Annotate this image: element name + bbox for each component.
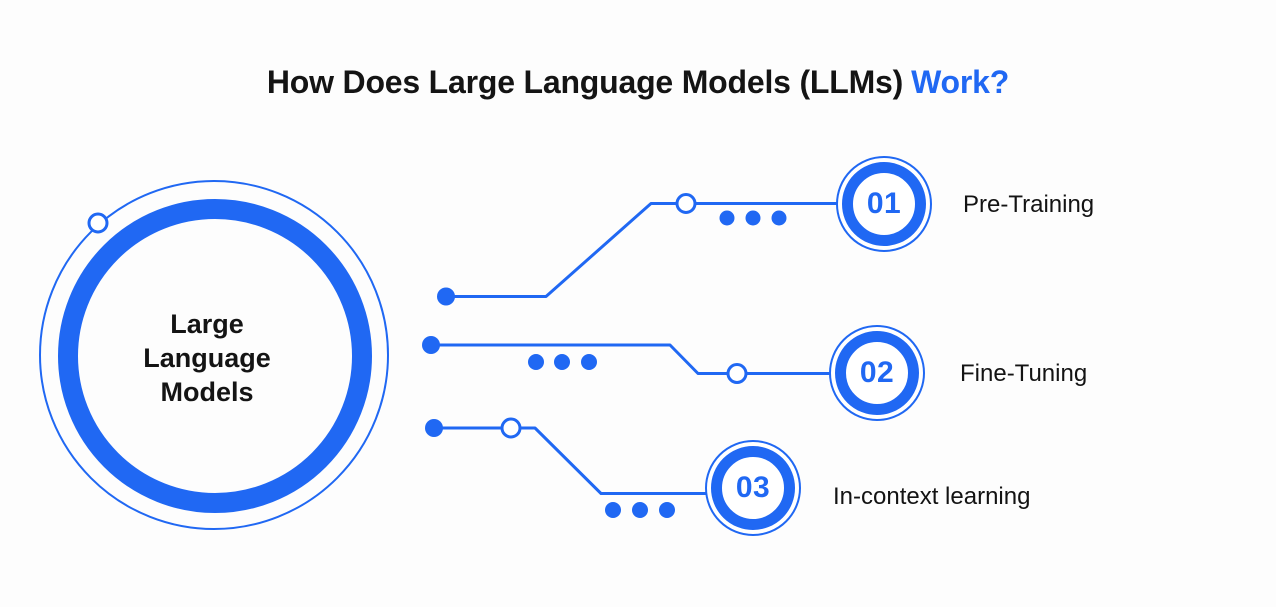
central-label-line-2: Language (143, 343, 271, 373)
connector-step-01 (437, 193, 847, 306)
step-label-fine-tuning: Fine-Tuning (960, 360, 1088, 387)
connector-start-dot-03 (425, 419, 443, 437)
central-node-rings (39, 180, 389, 530)
step-number-01: 01 (866, 187, 902, 220)
connector-node-circle-03 (500, 417, 522, 439)
connector-node-circle-01 (675, 193, 697, 214)
ellipsis-dot-03 (632, 502, 648, 518)
step-badge-01-ring: 01 (842, 162, 926, 246)
ellipsis-dot-02 (528, 354, 544, 370)
step-label-in-context-learning: In-context learning (833, 483, 1031, 510)
step-badge-01: 01 (836, 156, 932, 252)
central-label-line-1: Large (170, 309, 244, 339)
orbit-node-circle (87, 212, 109, 234)
connector-start-dot-01 (437, 287, 455, 306)
ellipsis-dot-01 (719, 210, 735, 226)
page-title: How Does Large Language Models (LLMs)Wor… (0, 62, 1276, 102)
ellipsis-dot-02 (554, 354, 570, 370)
connector-line-02 (429, 343, 840, 375)
step-badge-02: 02 (829, 325, 925, 421)
connector-step-03 (425, 417, 717, 518)
ellipsis-dot-01 (771, 210, 787, 226)
connector-start-dot-02 (422, 336, 440, 354)
central-thick-ring (58, 199, 372, 513)
ellipsis-dot-01 (745, 210, 761, 226)
central-outer-orbit-circle (39, 180, 389, 530)
step-number-03: 03 (735, 471, 771, 504)
ellipsis-dot-03 (659, 502, 675, 518)
step-badge-02-ring: 02 (835, 331, 919, 415)
connector-node-circle-02 (726, 363, 748, 384)
step-badge-03-ring: 03 (711, 446, 795, 530)
connector-line-03 (432, 426, 717, 495)
step-badge-03: 03 (705, 440, 801, 536)
central-node-label: Large Language Models (107, 307, 307, 409)
central-label-line-3: Models (160, 377, 254, 407)
ellipsis-dot-02 (581, 354, 597, 370)
step-number-02: 02 (859, 356, 895, 389)
connector-step-02 (422, 336, 840, 384)
title-highlight: Work? (911, 64, 1010, 100)
step-label-pre-training: Pre-Training (963, 191, 1095, 218)
title-text: How Does Large Language Models (LLMs) (266, 64, 904, 100)
ellipsis-dot-03 (605, 502, 621, 518)
connector-line-01 (444, 202, 847, 298)
